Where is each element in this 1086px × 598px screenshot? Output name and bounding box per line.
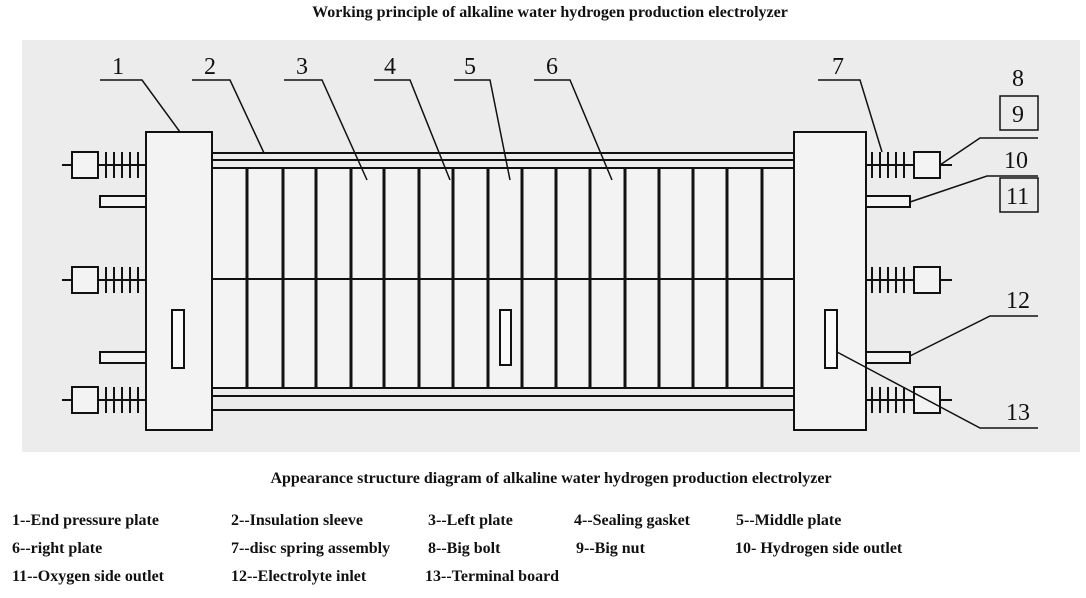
legend-item-5: 5--Middle plate xyxy=(736,512,842,529)
legend-item-1: 1--End pressure plate xyxy=(12,512,159,529)
callout-5: 5 xyxy=(464,54,476,80)
middle-terminal-slot xyxy=(499,309,512,366)
page-title: Working principle of alkaline water hydr… xyxy=(312,4,788,21)
callout-9: 9 xyxy=(1012,102,1024,128)
legend-item-13: 13--Terminal board xyxy=(425,568,560,585)
left-terminal-slot xyxy=(171,309,185,369)
legend-item-4: 4--Sealing gasket xyxy=(574,512,690,529)
right-bolt-assemblies xyxy=(865,151,952,414)
callout-8: 8 xyxy=(1012,66,1024,92)
terminal-board xyxy=(824,309,838,369)
diagram-caption: Appearance structure diagram of alkaline… xyxy=(270,470,832,487)
callout-6: 6 xyxy=(546,54,558,80)
electrolyzer-diagram: 1 2 3 4 5 6 7 8 9 10 11 12 13 xyxy=(22,40,1080,452)
callout-boxes xyxy=(999,95,1039,213)
legend-item-8: 8--Big bolt xyxy=(428,540,501,557)
legend: 1--End pressure plate 2--Insulation slee… xyxy=(0,512,1086,598)
legend-item-2: 2--Insulation sleeve xyxy=(231,512,363,529)
callout-3: 3 xyxy=(296,54,308,80)
left-bolt-assemblies xyxy=(62,151,147,414)
legend-item-7: 7--disc spring assembly xyxy=(231,540,391,557)
legend-item-9: 9--Big nut xyxy=(576,540,645,557)
callout-2: 2 xyxy=(204,54,216,80)
legend-item-11: 11--Oxygen side outlet xyxy=(12,568,164,585)
callout-11: 11 xyxy=(1006,184,1029,210)
callout-13: 13 xyxy=(1006,400,1030,426)
legend-item-12: 12--Electrolyte inlet xyxy=(231,568,367,585)
callout-4: 4 xyxy=(384,54,396,80)
legend-item-6: 6--right plate xyxy=(12,540,103,557)
callout-7: 7 xyxy=(832,54,844,80)
callout-1: 1 xyxy=(112,54,124,80)
diagram-svg: 1 2 3 4 5 6 7 8 9 10 11 12 13 xyxy=(22,40,1080,452)
callout-10: 10 xyxy=(1004,148,1028,174)
callout-12: 12 xyxy=(1006,288,1030,314)
legend-item-10: 10- Hydrogen side outlet xyxy=(735,540,903,557)
leader-lines xyxy=(100,79,1038,429)
left-end-pressure-plate xyxy=(145,131,213,431)
legend-item-3: 3--Left plate xyxy=(428,512,513,529)
right-end-pressure-plate xyxy=(793,131,867,431)
plate-separators xyxy=(245,168,764,388)
